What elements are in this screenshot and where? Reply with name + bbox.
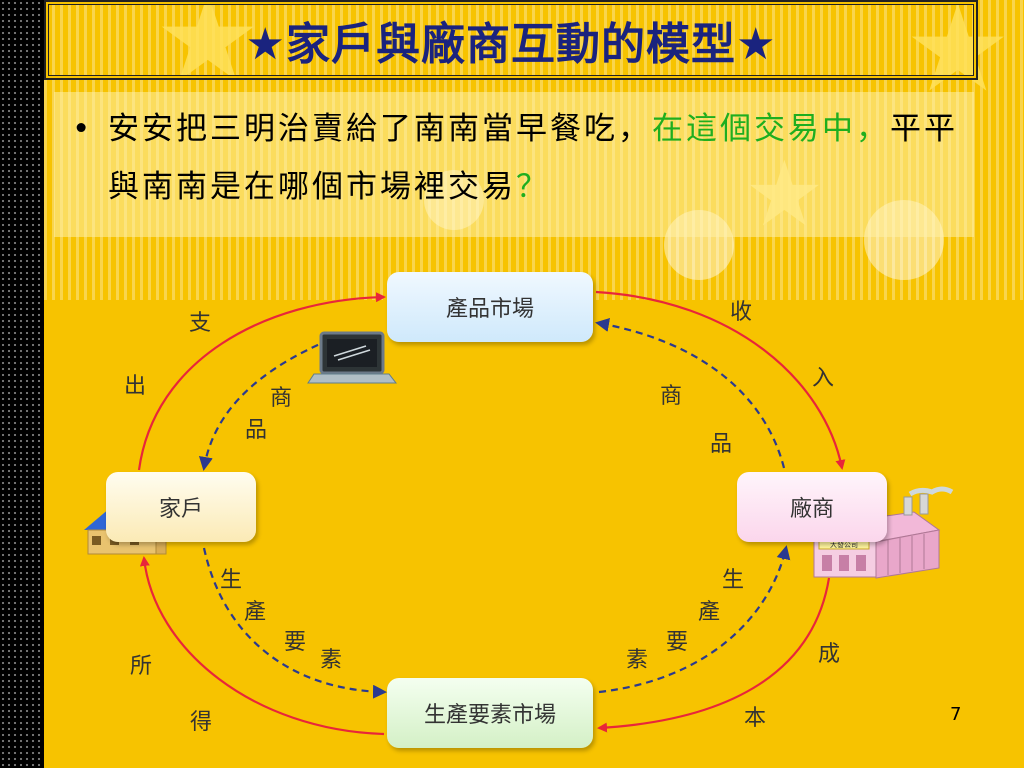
question-part-1: 安安把三明治賣給了南南當早餐吃， xyxy=(108,111,652,147)
label-factor-right: 素 xyxy=(626,648,649,673)
label-factor-left: 素 xyxy=(320,648,343,673)
flow-cost-arrow xyxy=(597,577,831,733)
circular-flow-diagram: 大發公司 xyxy=(84,290,954,736)
bullet-point: • xyxy=(72,111,94,147)
question-highlight-2: ？ xyxy=(516,169,550,205)
flow-revenue-arrow xyxy=(595,290,846,470)
page-number: 7 xyxy=(950,704,962,725)
flow-goods-to-household-arrow xyxy=(198,338,330,471)
label-factor-right: 生 xyxy=(722,568,745,593)
label-goods-left: 品 xyxy=(245,418,268,443)
label-goods-right: 商 xyxy=(660,384,683,409)
label-income: 得 xyxy=(190,710,213,735)
question-part-2: 平平與南南是在哪個市場裡交易 xyxy=(108,111,958,205)
label-goods-left: 商 xyxy=(270,386,293,411)
question-text: • 安安把三明治賣給了南南當早餐吃，在這個交易中，平平與南南是在哪個市場裡交易？ xyxy=(72,100,978,216)
flow-factor-to-firm-arrow xyxy=(598,545,791,694)
label-expense: 支 xyxy=(189,311,212,336)
factory-sign-text: 大發公司 xyxy=(830,540,858,549)
label-factor-left: 要 xyxy=(284,630,307,655)
computer-icon xyxy=(307,331,398,384)
firm-node: 廠商 xyxy=(737,472,887,542)
question-band xyxy=(54,92,974,237)
flow-expense-arrow xyxy=(137,292,386,471)
label-cost: 成 xyxy=(818,642,841,667)
factor-market-node: 生產要素市場 xyxy=(387,678,593,748)
label-revenue: 入 xyxy=(812,366,835,391)
household-node: 家戶 xyxy=(106,472,256,542)
question-highlight-1: 在這個交易中， xyxy=(652,111,890,147)
label-revenue: 收 xyxy=(730,300,753,325)
label-factor-left: 產 xyxy=(244,600,267,625)
flow-income-arrow xyxy=(139,556,385,736)
label-income: 所 xyxy=(130,654,153,679)
title-frame: ★家戶與廠商互動的模型★ xyxy=(44,0,978,80)
label-cost: 本 xyxy=(744,706,767,731)
slide: ★ ★ ★ ★家戶與廠商互動的模型★ •安安把三明治賣給了南南當早餐吃，在這個交… xyxy=(44,0,1024,768)
flow-factor-from-household-arrow xyxy=(202,547,387,699)
slide-title: ★家戶與廠商互動的模型★ xyxy=(245,19,777,70)
background-star-icon: ★ xyxy=(904,0,1012,119)
label-goods-right: 品 xyxy=(710,432,733,457)
factory-icon: 大發公司 xyxy=(813,486,954,579)
flow-goods-from-firm-arrow xyxy=(595,318,786,469)
label-factor-left: 生 xyxy=(220,568,243,593)
label-factor-right: 產 xyxy=(698,600,721,625)
background-star-icon: ★ xyxy=(154,0,262,109)
product-market-node: 產品市場 xyxy=(387,272,593,342)
label-factor-right: 要 xyxy=(666,630,689,655)
label-expense: 出 xyxy=(124,374,147,399)
left-dotted-strip xyxy=(0,0,44,768)
